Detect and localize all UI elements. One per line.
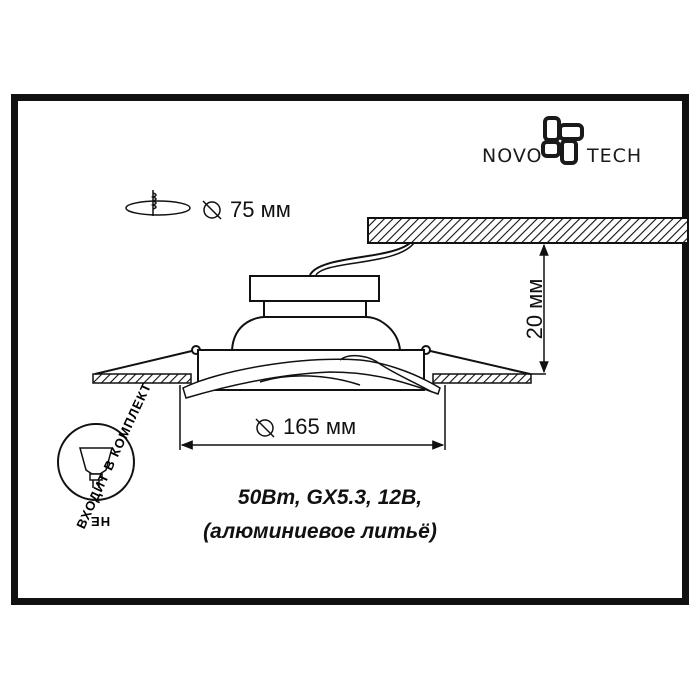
spec-line-2: (алюминиевое литьё) xyxy=(203,520,437,543)
lamp-not-included-badge xyxy=(57,423,135,501)
ceiling-slab xyxy=(367,217,689,244)
badge-arc-text: ВХОДИТ В КОМПЛЕКТ НЕ xyxy=(73,380,155,531)
diameter-icon-165 xyxy=(255,418,275,438)
logo-text-left: NOVO xyxy=(482,145,543,167)
cutout-icon xyxy=(125,190,191,216)
cutout-dimension-label: 75 мм xyxy=(230,197,291,222)
novotech-logo-icon xyxy=(541,116,584,165)
lamp-cap xyxy=(249,275,380,302)
cast-decoration xyxy=(182,354,441,399)
ceiling-left xyxy=(92,373,192,384)
lamp-dome xyxy=(231,316,401,351)
logo-text-right: TECH xyxy=(587,145,643,167)
diameter-icon xyxy=(202,200,222,220)
wire xyxy=(309,242,411,276)
depth-label: 20 мм xyxy=(522,278,547,340)
outer-diameter-label: 165 мм xyxy=(283,414,357,439)
spec-line-1: 50Вт, GX5.3, 12В, xyxy=(237,486,423,509)
ceiling-right xyxy=(432,373,532,384)
